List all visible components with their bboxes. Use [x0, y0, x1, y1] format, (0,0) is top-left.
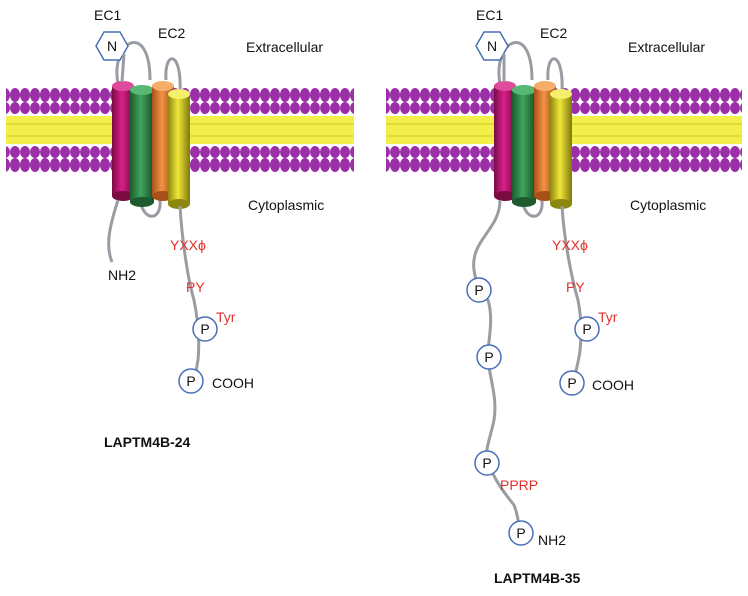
ec1-loop: [115, 41, 152, 85]
tyr-label: Tyr: [216, 309, 236, 325]
phospho-tyr-circle: P: [574, 316, 600, 342]
helix-2: [512, 85, 536, 207]
helix-4: [550, 89, 572, 209]
phospho-cooh-circle: P: [559, 370, 585, 396]
phospho-label: P: [200, 321, 209, 337]
nh2-long-tail: [472, 199, 522, 531]
ec1-label: EC1: [94, 7, 121, 23]
phospho-label: P: [186, 373, 195, 389]
cooh-label: COOH: [212, 375, 254, 391]
phospho-label: P: [482, 455, 491, 471]
yxx-motif-label: YXXϕ: [170, 237, 206, 253]
extracellular-label: Extracellular: [246, 39, 323, 55]
helix-1: [112, 81, 134, 201]
phospho-label: P: [567, 375, 576, 391]
n-terminus-hexagon: N: [475, 31, 509, 61]
panel-laptm4b-35: N P P P PPRP P NH2 EC1 EC2 Extracellular…: [386, 7, 742, 586]
phospho-circle: P: [476, 344, 502, 370]
panel-title: LAPTM4B-24: [104, 434, 191, 450]
phospho-tyr-circle: P: [192, 316, 218, 342]
py-motif-label: PY: [566, 279, 585, 295]
cytoplasmic-label: Cytoplasmic: [248, 197, 324, 213]
tyr-label: Tyr: [598, 309, 618, 325]
n-terminus-hexagon: N: [95, 31, 129, 61]
ec2-label: EC2: [540, 25, 567, 41]
ec2-label: EC2: [158, 25, 185, 41]
phospho-circle: P: [474, 450, 500, 476]
helix-2: [130, 85, 154, 207]
ec1-label: EC1: [476, 7, 503, 23]
n-terminus-label: N: [487, 38, 497, 54]
ec1-loop: [497, 41, 534, 85]
ec2-loop: [164, 57, 182, 93]
phospho-label: P: [484, 349, 493, 365]
helix-4: [168, 89, 190, 209]
phospho-cooh-circle: P: [178, 368, 204, 394]
py-motif-label: PY: [186, 279, 205, 295]
phospho-label: P: [516, 525, 525, 541]
pprp-motif-label: PPRP: [500, 477, 538, 493]
phospho-label: P: [474, 282, 483, 298]
cooh-label: COOH: [592, 377, 634, 393]
nh2-label: NH2: [108, 267, 136, 283]
panel-laptm4b-24: N NH2 EC1 EC2 Extracellular Cytoplasmic …: [6, 7, 354, 450]
ec2-loop: [546, 57, 564, 93]
yxx-motif-label: YXXϕ: [552, 237, 588, 253]
helix-1: [494, 81, 516, 201]
cytoplasmic-label: Cytoplasmic: [630, 197, 706, 213]
nh2-tail: [107, 199, 120, 263]
n-terminus-label: N: [107, 38, 117, 54]
extracellular-label: Extracellular: [628, 39, 705, 55]
phospho-nh2-circle: P: [508, 520, 534, 546]
phospho-circle: P: [466, 277, 492, 303]
phospho-label: P: [582, 321, 591, 337]
panel-title: LAPTM4B-35: [494, 570, 581, 586]
nh2-label: NH2: [538, 532, 566, 548]
